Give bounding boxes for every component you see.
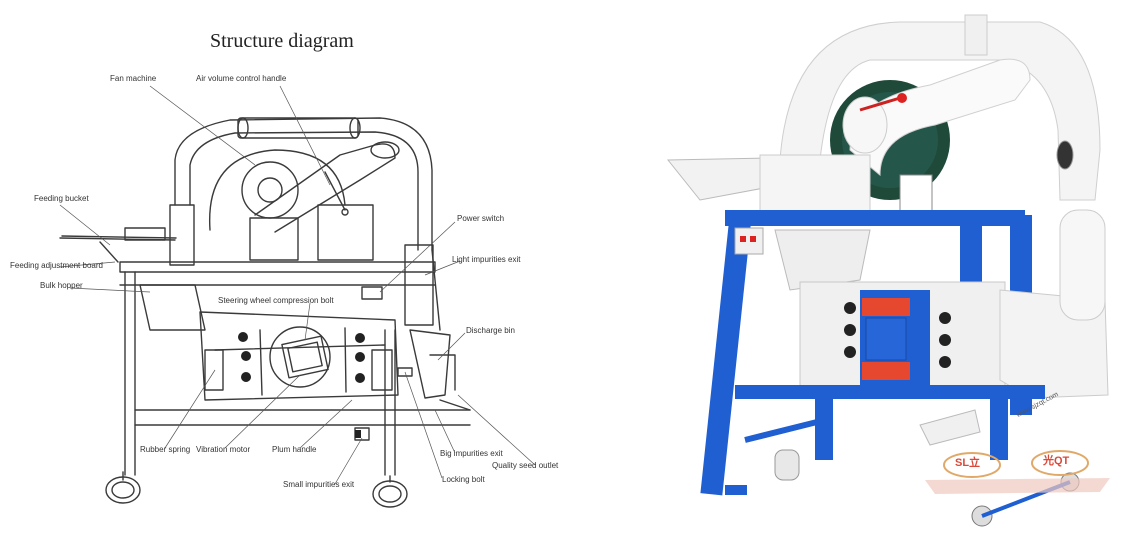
- label-fan-machine: Fan machine: [110, 74, 157, 83]
- logo-right: 光QT: [1043, 455, 1070, 467]
- structure-line-drawing: [59, 85, 536, 508]
- label-light-impurities-exit: Light impurities exit: [452, 255, 521, 264]
- label-feeding-adjustment-board: Feeding adjustment board: [10, 261, 103, 270]
- label-vibration-motor: Vibration motor: [196, 445, 251, 454]
- label-locking-bolt: Locking bolt: [442, 475, 485, 484]
- label-small-impurities-exit: Small impurities exit: [283, 480, 355, 489]
- label-big-impurities-exit: Big impurities exit: [440, 449, 503, 458]
- label-steering-wheel-compression-bolt: Steering wheel compression bolt: [218, 296, 334, 305]
- label-discharge-bin: Discharge bin: [466, 326, 515, 335]
- label-power-switch: Power switch: [457, 214, 505, 223]
- label-plum-handle: Plum handle: [272, 445, 317, 454]
- label-bulk-hopper: Bulk hopper: [40, 281, 83, 290]
- label-quality-seed-outlet: Quality seed outlet: [492, 461, 559, 470]
- label-feeding-bucket: Feeding bucket: [34, 194, 89, 203]
- label-air-volume-control-handle: Air volume control handle: [196, 74, 287, 83]
- label-rubber-spring: Rubber spring: [140, 445, 191, 454]
- website-watermark: www.sjzqt.com: [1015, 391, 1060, 420]
- logo-left: SL立: [955, 457, 981, 469]
- diagram-title: Structure diagram: [210, 30, 354, 52]
